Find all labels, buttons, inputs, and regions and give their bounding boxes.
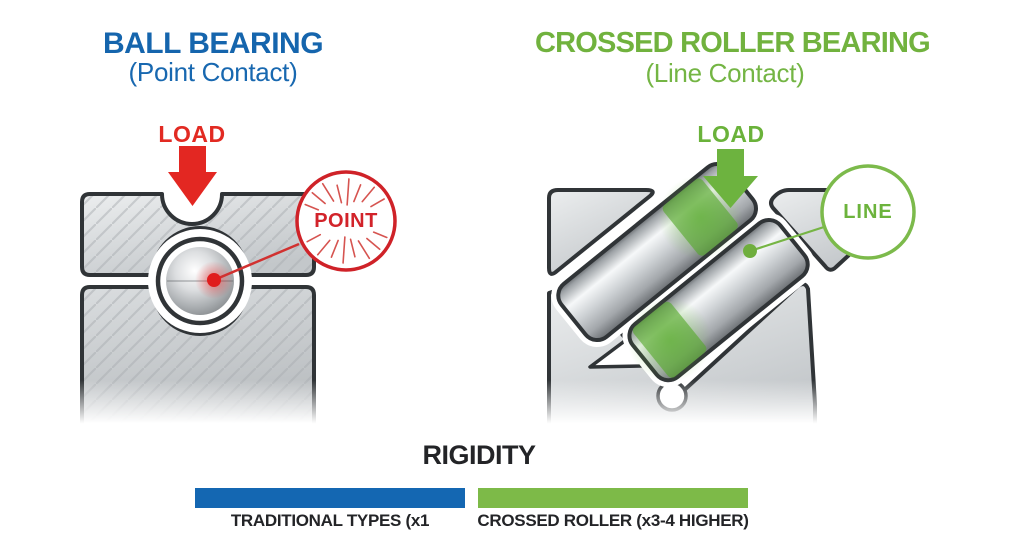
rigidity-bar-label-crossed-roller: CROSSED ROLLER (x3-4 HIGHER)	[477, 511, 749, 530]
left-subtitle: (Point Contact)	[128, 57, 298, 87]
left-fade	[70, 380, 340, 438]
point-callout-circle	[295, 170, 397, 272]
rigidity-bar-crossed-roller	[478, 488, 748, 508]
load-arrow-red	[168, 146, 217, 206]
rigidity-bar-traditional	[195, 488, 465, 508]
right-subtitle: (Line Contact)	[645, 58, 805, 88]
ball-bearing-diagram	[70, 146, 397, 438]
rigidity-heading: RIGIDITY	[422, 440, 536, 470]
left-title: BALL BEARING	[102, 27, 324, 60]
crossed-roller-diagram	[540, 149, 916, 438]
point-starburst	[304, 178, 388, 264]
left-load-label: LOAD	[158, 121, 226, 147]
load-arrow-green	[703, 149, 758, 208]
line-leader-line	[749, 225, 825, 253]
point-contact-label: POINT	[314, 210, 378, 232]
outer-ring-left-block	[547, 188, 655, 276]
line-contact-dot	[743, 244, 757, 258]
line-contact-label: LINE	[843, 201, 893, 223]
right-fade	[540, 380, 835, 438]
right-load-label: LOAD	[697, 121, 765, 147]
right-title: CROSSED ROLLER BEARING	[535, 27, 931, 59]
line-callout-circle	[820, 164, 916, 260]
point-contact-dot	[207, 273, 221, 287]
line-contact-band-lower	[632, 301, 707, 378]
crossed-rollers	[551, 157, 815, 388]
line-contact-band-upper	[662, 178, 738, 256]
point-leader-line	[213, 242, 300, 282]
rigidity-bar-label-traditional: TRADITIONAL TYPES (x1	[230, 511, 430, 530]
